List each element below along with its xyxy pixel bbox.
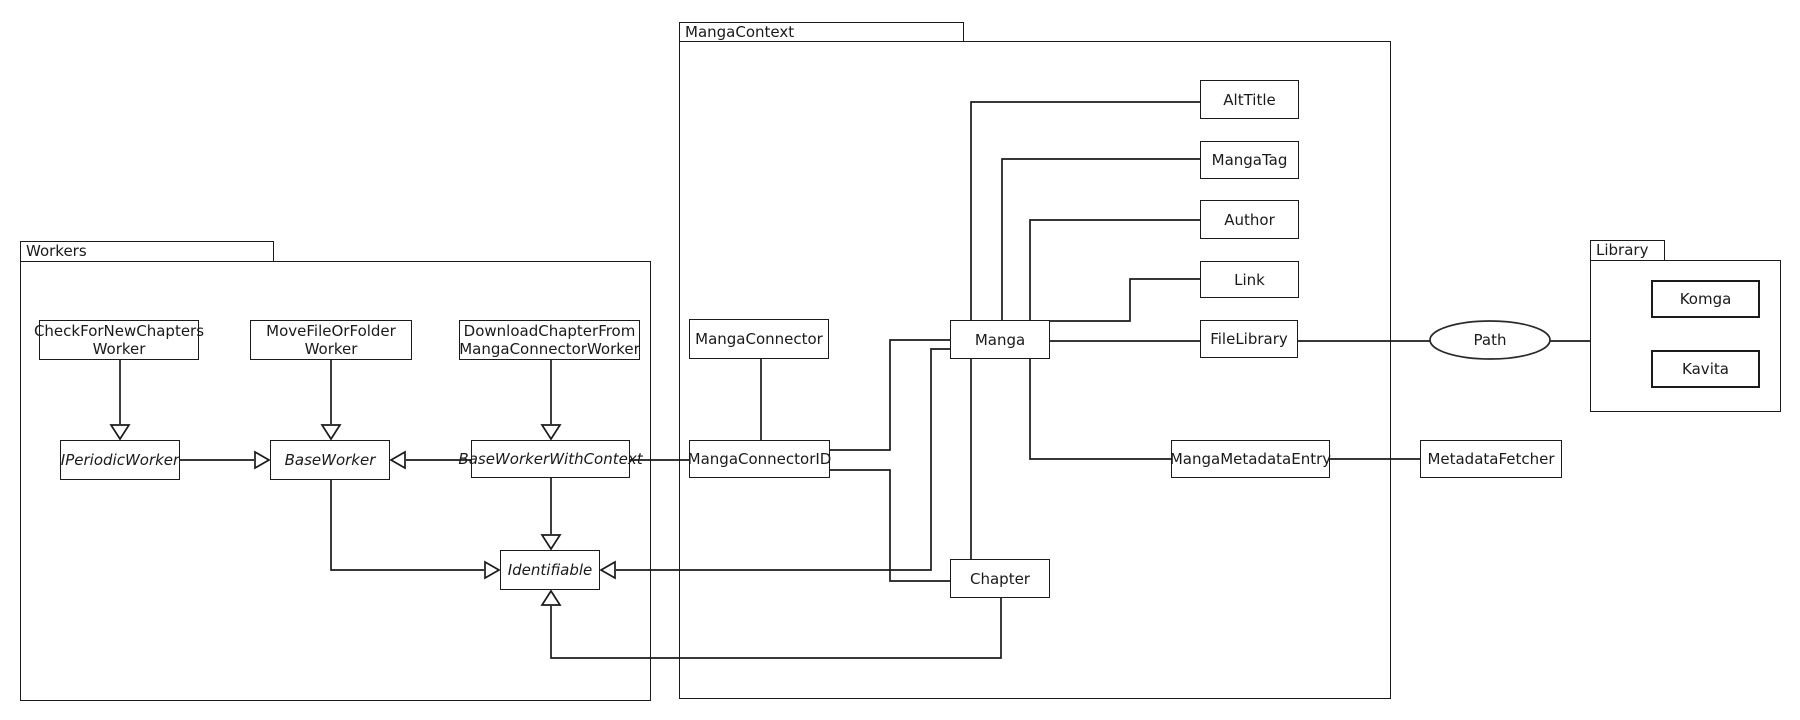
class-box-filelibrary: FileLibrary (1200, 320, 1298, 358)
path-ellipse (1429, 320, 1551, 360)
class-box-link: Link (1200, 261, 1299, 298)
edge-manga-author (1029, 219, 1200, 320)
class-box-komga: Komga (1651, 280, 1760, 318)
edge-manga-mangatag (1001, 158, 1200, 320)
class-box-movefileorfolderworker: MoveFileOrFolder Worker (250, 320, 412, 360)
path-ellipse-label: Path (1473, 331, 1507, 349)
edge-baseworker-identifiable (330, 480, 501, 580)
edge-move-to-baseworker (320, 360, 342, 441)
class-box-manga: Manga (950, 320, 1050, 359)
class-box-kavita: Kavita (1651, 350, 1760, 388)
class-box-iperiodicworker: IPeriodicWorker (60, 440, 180, 480)
edge-manga-alttitle (970, 101, 1200, 320)
package-mangacontext-label: MangaContext (685, 22, 795, 41)
class-box-mangaconnectorid: MangaConnectorID (688, 440, 831, 478)
edge-bwwc-identifiable (540, 478, 562, 551)
package-mangacontext-body (679, 41, 1391, 699)
package-library-tab: Library (1590, 240, 1665, 261)
edge-chapter-identifiable (540, 589, 1002, 659)
edge-iperiodic-baseworker (180, 450, 271, 470)
edge-check-to-iperiodic (109, 360, 131, 441)
package-workers-tab: Workers (20, 241, 274, 262)
class-box-mangametadataentry: MangaMetadataEntry (1170, 440, 1331, 478)
class-box-checkfornewchaptersworker: CheckForNewChapters Worker (33, 320, 205, 360)
package-workers-label: Workers (26, 242, 87, 260)
edge-manga-identifiable (599, 348, 950, 580)
class-box-downloadchapterfrommangaconnectorworker: DownloadChapterFrom MangaConnectorWorker (459, 320, 640, 360)
edge-manga-link (1050, 278, 1200, 322)
class-box-author: Author (1200, 200, 1299, 239)
class-box-mangatag: MangaTag (1200, 141, 1299, 179)
class-box-baseworkerwithcontext: BaseWorkerWithContext (458, 440, 643, 478)
class-box-baseworker: BaseWorker (270, 440, 390, 480)
package-workers-body (20, 261, 651, 701)
edge-download-to-bwwc (540, 359, 562, 441)
package-mangacontext-tab: MangaContext (679, 22, 964, 42)
package-library-body (1590, 260, 1781, 412)
class-box-alttitle: AltTitle (1200, 80, 1299, 119)
edge-manga-metadataentry (1029, 359, 1171, 460)
class-box-identifiable: Identifiable (500, 550, 600, 590)
class-box-mangaconnector: MangaConnector (689, 319, 829, 359)
edge-mangaconnectorid-chapter (830, 469, 950, 582)
edge-mangaconnectorid-manga (830, 339, 950, 451)
class-box-chapter: Chapter (950, 559, 1050, 598)
edge-bwwc-baseworker (389, 450, 471, 470)
package-library-label: Library (1596, 241, 1649, 259)
class-box-metadatafetcher: MetadataFetcher (1420, 440, 1562, 478)
